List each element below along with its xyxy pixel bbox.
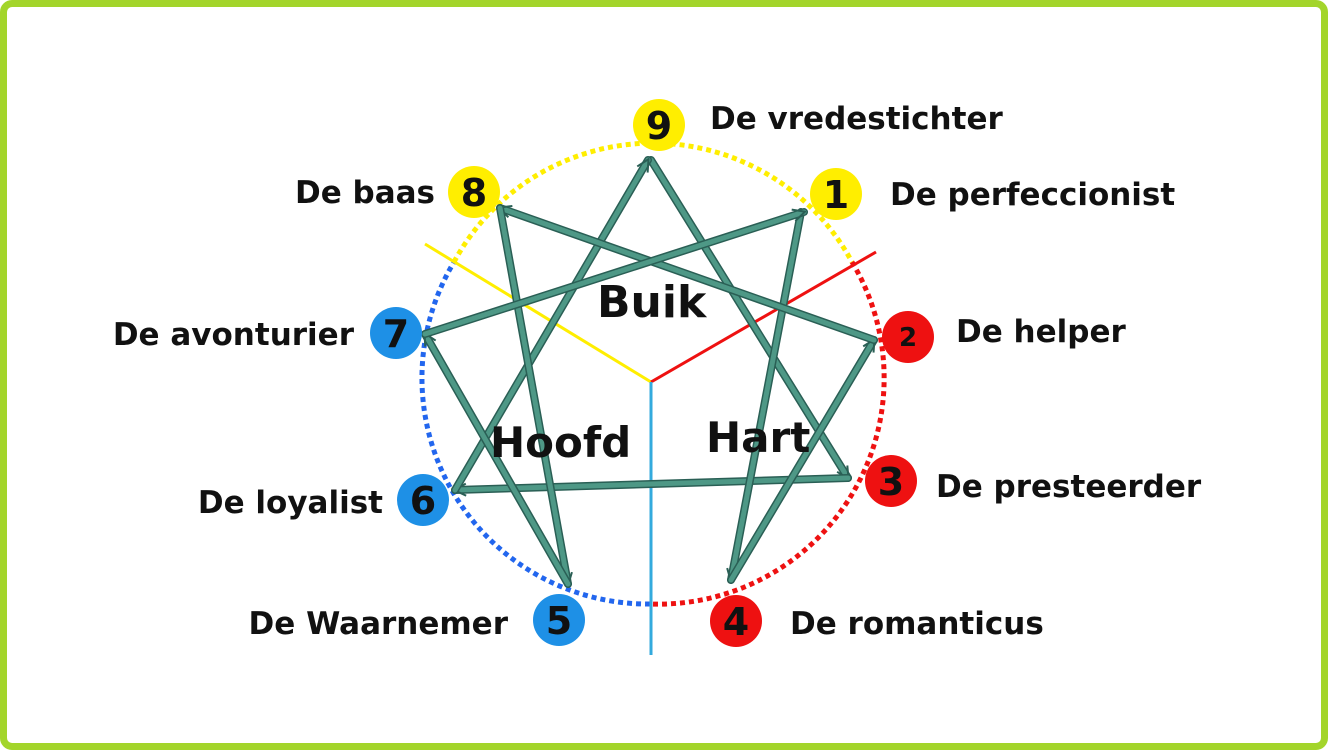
type-3-label: De presteerder [936,469,1202,505]
type-7-badge [370,307,422,359]
type-5-label: De Waarnemer [249,606,509,642]
type-3-number: 3 [878,460,904,504]
type-1: 1 De perfeccionist [810,168,1175,220]
type-4-number: 4 [723,600,749,644]
arrow-8-to-5 [496,204,568,588]
type-9: 9 De vredestichter [633,99,1003,151]
type-4-label: De romanticus [790,606,1044,642]
type-8-label: De baas [295,175,435,211]
type-2: 2 De helper [882,311,1126,363]
type-2-label: De helper [956,314,1126,350]
type-1-number: 1 [823,173,849,217]
connection-arrows [421,156,878,588]
type-8-badge [448,166,500,218]
type-1-label: De perfeccionist [890,177,1175,213]
type-2-badge [882,311,934,363]
arrow-5-to-7 [421,330,572,588]
type-5-badge [533,594,585,646]
center-label-heart: Hart [706,413,810,462]
center-label-gut: Buik [597,277,708,328]
type-7-number: 7 [383,312,409,356]
head-arc [419,260,651,607]
arrow-9-to-3 [647,156,852,482]
type-9-number: 9 [646,104,672,148]
type-9-label: De vredestichter [710,101,1003,137]
type-6: 6 De loyalist [198,474,449,526]
type-4-badge [710,595,762,647]
arrow-2-to-8 [496,204,878,344]
arrow-1-to-4 [731,208,805,584]
type-1-badge [810,168,862,220]
type-3: 3 De presteerder [865,455,1202,507]
type-6-label: De loyalist [198,485,383,521]
type-5-number: 5 [546,599,572,643]
type-2-number: 2 [899,323,917,353]
type-9-badge [633,99,685,151]
type-6-number: 6 [410,479,436,523]
heart-arc [649,260,887,607]
type-7: 7 De avonturier [113,307,422,359]
type-4: 4 De romanticus [710,595,1044,647]
divider-gut-head [424,242,652,384]
arrow-3-to-6 [451,474,852,490]
arrow-7-to-1 [421,208,808,338]
type-7-label: De avonturier [113,317,355,353]
center-label-head: Hoofd [490,418,631,467]
center-dividers [424,242,877,655]
type-3-badge [865,455,917,507]
type-8: 8 De baas [295,166,500,218]
arrow-4-to-2 [727,336,878,584]
type-5: 5 De Waarnemer [249,594,585,646]
type-6-badge [397,474,449,526]
divider-gut-heart [650,250,877,384]
type-8-number: 8 [461,171,487,215]
circle-arcs [419,140,887,607]
